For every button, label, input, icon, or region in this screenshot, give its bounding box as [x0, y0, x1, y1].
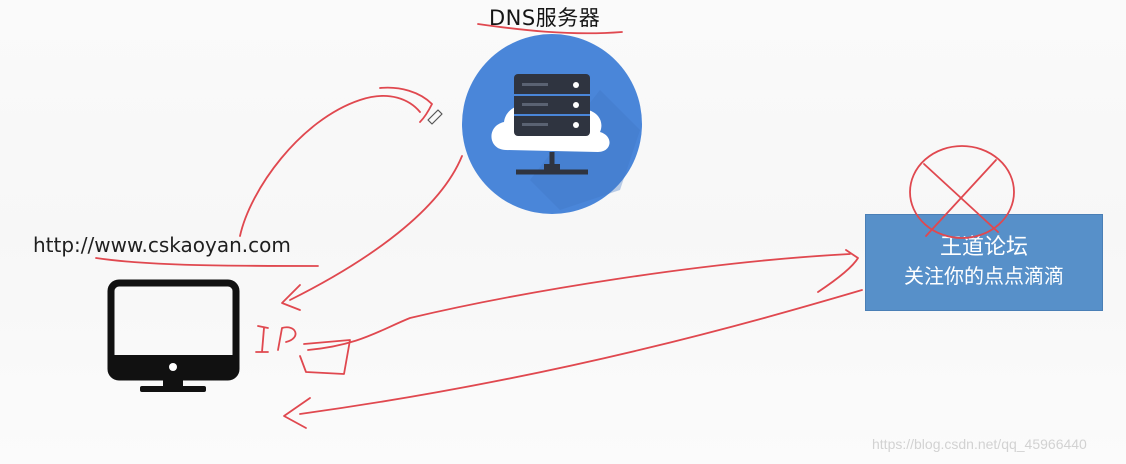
ip-letter-i [255, 325, 269, 353]
url-underline [95, 257, 319, 267]
server-cloud-icon [462, 34, 642, 214]
dns-underline [477, 23, 623, 35]
reply-arrowhead [281, 284, 301, 311]
forum-server-box: 王道论坛 关注你的点点滴滴 [865, 214, 1103, 311]
forum-title: 王道论坛 [939, 235, 1028, 260]
computer-monitor-icon [107, 279, 240, 392]
request-arrow [307, 253, 851, 351]
dns-server-label: DNS服务器 [489, 6, 601, 30]
cross-mark [923, 159, 999, 237]
request-bracket [299, 339, 351, 375]
request-arrowhead [817, 249, 859, 293]
watermark: https://blog.csdn.net/qq_45966440 [872, 436, 1087, 452]
ip-letter-p [277, 326, 297, 351]
query-arrow [239, 95, 421, 237]
cross-circle [909, 145, 1015, 239]
handwritten-annotations [95, 23, 1015, 429]
url-label: http://www.cskaoyan.com [33, 233, 291, 257]
response-arrowhead [283, 397, 311, 429]
query-arrowhead [379, 86, 433, 123]
forum-subtitle: 关注你的点点滴滴 [904, 264, 1064, 288]
reply-arrow [289, 155, 463, 301]
pen-cursor [427, 109, 443, 125]
response-arrow [299, 289, 863, 415]
